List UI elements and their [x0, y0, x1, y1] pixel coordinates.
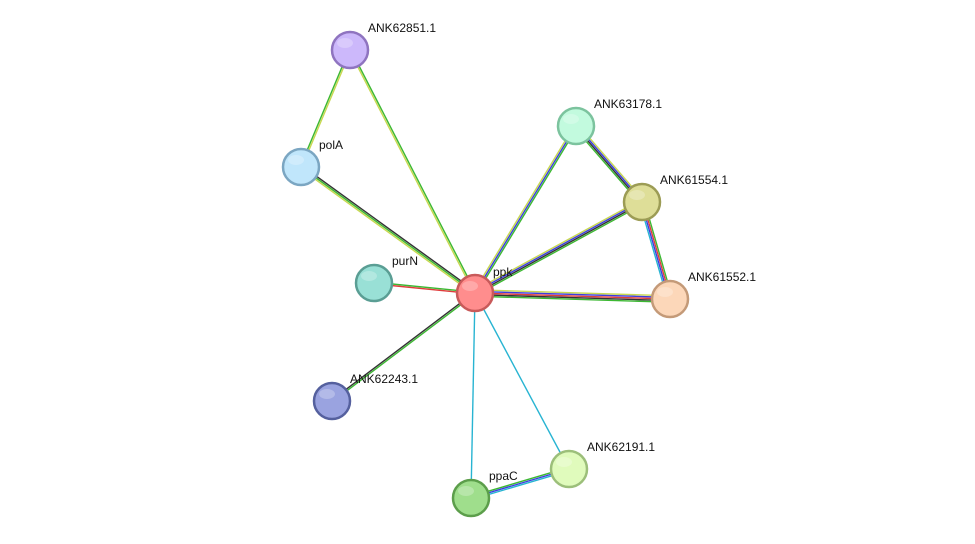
edge-evidence-line — [299, 49, 350, 167]
node-ank62191-1[interactable]: ANK62191.1 — [549, 440, 655, 489]
node-circle[interactable] — [281, 147, 321, 187]
node-highlight — [458, 486, 474, 496]
edge-evidence-line — [474, 200, 642, 293]
edge-evidence-line — [348, 50, 475, 294]
node-circle[interactable] — [330, 30, 370, 70]
node-label: ANK61554.1 — [660, 173, 728, 187]
node-highlight — [319, 389, 335, 399]
node-circle[interactable] — [312, 381, 352, 421]
node-ppk[interactable]: ppk — [455, 265, 513, 313]
node-highlight — [629, 190, 645, 200]
nodes-layer: ppk ANK62851.1 polA purN ANK62243.1 ANK63178.… — [281, 21, 756, 518]
edge-evidence-line — [474, 293, 670, 302]
node-label: purN — [392, 254, 418, 268]
node-label: ppk — [493, 265, 513, 279]
node-pola[interactable]: polA — [281, 138, 343, 187]
edge-ppk-ank62851-1[interactable] — [348, 49, 477, 294]
node-label: ppaC — [489, 469, 518, 483]
node-highlight — [337, 38, 353, 48]
edge-evidence-line — [473, 124, 576, 293]
node-label: polA — [319, 138, 343, 152]
edge-evidence-line — [474, 292, 570, 470]
edge-evidence-line — [331, 291, 475, 401]
node-highlight — [556, 457, 572, 467]
node-ppac[interactable]: ppaC — [451, 469, 518, 518]
edge-evidence-line — [475, 289, 671, 297]
edge-evidence-line — [475, 290, 671, 299]
node-ank61554-1[interactable]: ANK61554.1 — [622, 173, 728, 222]
node-circle[interactable] — [622, 182, 662, 222]
edge-evidence-line — [475, 202, 643, 295]
edge-evidence-line — [475, 126, 578, 295]
edge-evidence-line — [474, 295, 670, 303]
node-highlight — [462, 281, 478, 291]
node-ank62243-1[interactable]: ANK62243.1 — [312, 372, 418, 421]
edge-evidence-line — [470, 292, 476, 499]
node-circle[interactable] — [556, 106, 596, 146]
edge-ppk-ank61552-1[interactable] — [474, 289, 671, 303]
edge-evidence-line — [301, 165, 477, 293]
edge-ppk-ank63178-1[interactable] — [473, 124, 578, 295]
node-ank62851-1[interactable]: ANK62851.1 — [330, 21, 436, 70]
edge-ppk-ppac[interactable] — [470, 292, 476, 499]
node-highlight — [361, 271, 377, 281]
edge-evidence-line — [350, 49, 477, 293]
node-circle[interactable] — [549, 449, 589, 489]
node-circle[interactable] — [451, 478, 491, 518]
edge-ank62851-1-pola[interactable] — [299, 49, 352, 168]
node-circle[interactable] — [650, 279, 690, 319]
node-highlight — [657, 287, 673, 297]
node-highlight — [563, 114, 579, 124]
edge-evidence-line — [301, 50, 352, 168]
node-ank63178-1[interactable]: ANK63178.1 — [556, 97, 662, 146]
edge-ppk-ank62243-1[interactable] — [331, 291, 476, 403]
node-ank61552-1[interactable]: ANK61552.1 — [650, 270, 756, 319]
edge-evidence-line — [474, 125, 577, 294]
edge-ppk-ank61554-1[interactable] — [473, 199, 644, 296]
edge-evidence-line — [473, 199, 642, 292]
node-circle[interactable] — [455, 273, 495, 313]
edge-evidence-line — [475, 203, 644, 296]
node-highlight — [288, 155, 304, 165]
node-circle[interactable] — [354, 263, 394, 303]
edge-ppk-ank62191-1[interactable] — [474, 292, 570, 470]
edge-evidence-line — [300, 166, 476, 294]
edge-evidence-line — [332, 293, 476, 403]
edge-evidence-line — [474, 292, 671, 300]
edge-evidence-line — [299, 167, 475, 295]
node-purn[interactable]: purN — [354, 254, 418, 303]
node-label: ANK62851.1 — [368, 21, 436, 35]
node-label: ANK62191.1 — [587, 440, 655, 454]
edge-ppk-pola[interactable] — [299, 165, 477, 295]
node-label: ANK63178.1 — [594, 97, 662, 111]
edges-layer — [299, 49, 673, 501]
node-label: ANK61552.1 — [688, 270, 756, 284]
node-label: ANK62243.1 — [350, 372, 418, 386]
